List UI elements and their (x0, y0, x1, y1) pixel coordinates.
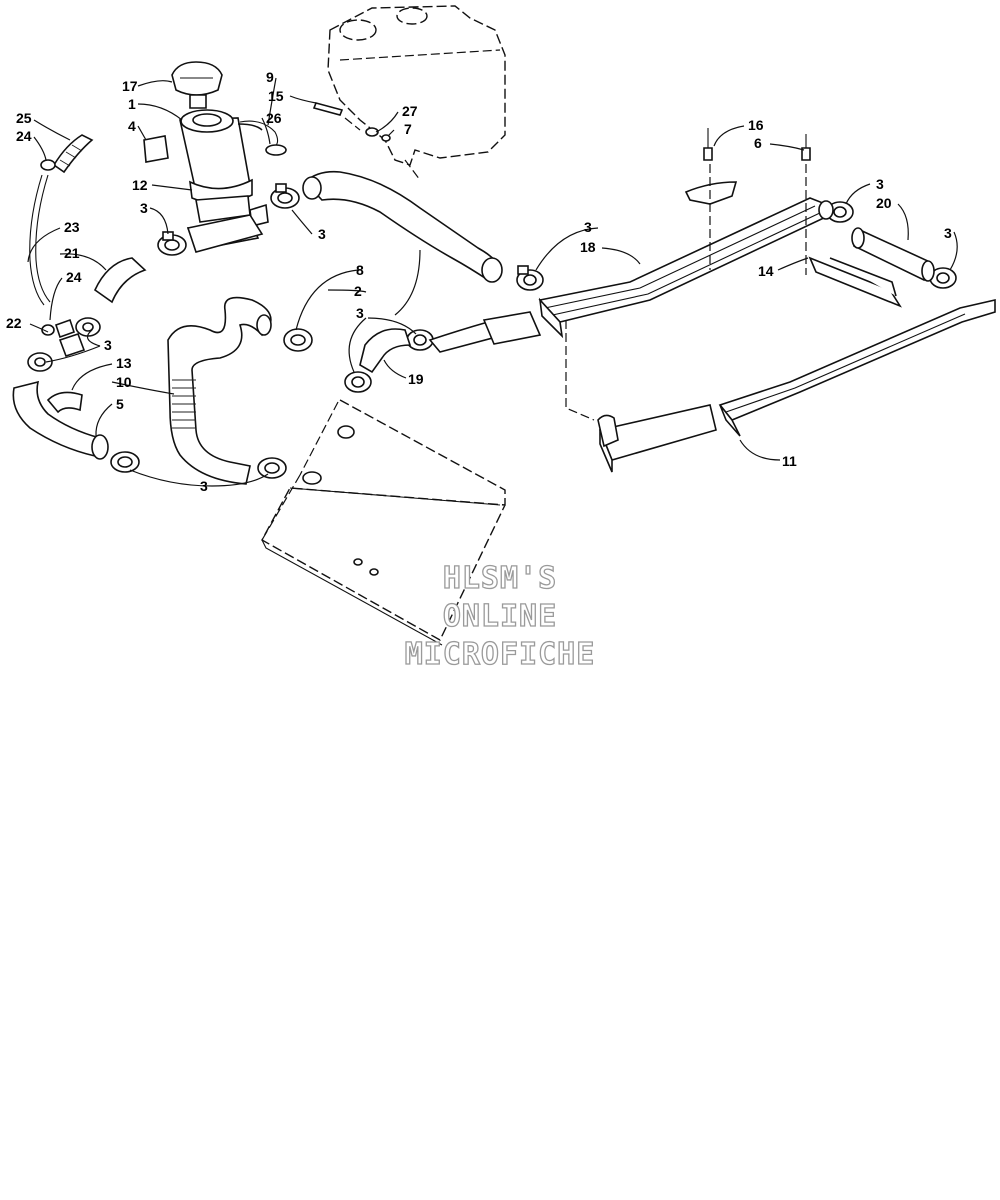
callout-15: 15 (268, 88, 284, 104)
watermark-line-2: ONLINE (443, 599, 557, 634)
hose-19 (359, 328, 412, 374)
bracket-13 (46, 391, 83, 414)
clamp-8 (283, 328, 313, 352)
callout-11: 11 (782, 453, 797, 469)
callout-24a: 24 (16, 128, 32, 144)
callout-1: 1 (128, 96, 136, 112)
clamp-3f (75, 317, 101, 337)
clamp-3j (344, 371, 372, 393)
hose-25 (40, 134, 94, 174)
tank-bolt (312, 102, 391, 142)
callout-labels: 17 1 4 12 3 9 15 26 27 7 3 16 6 3 20 3 3… (6, 69, 952, 494)
coolant-tank (327, 5, 506, 181)
callout-27: 27 (402, 103, 418, 119)
hose-clamps (27, 183, 957, 479)
leader-lines (27, 77, 958, 487)
callout-18: 18 (580, 239, 596, 255)
callout-26: 26 (266, 110, 282, 126)
callout-4: 4 (128, 118, 136, 134)
clamp-3i (257, 457, 287, 479)
tee-fitting (186, 214, 264, 253)
callout-9: 9 (266, 69, 274, 85)
callout-8: 8 (356, 262, 364, 278)
hose-21 (93, 257, 147, 304)
callout-19: 19 (408, 371, 424, 387)
rail-11 (565, 298, 996, 473)
callout-13: 13 (116, 355, 132, 371)
hose-5 (12, 380, 101, 457)
clamp-3h (110, 451, 140, 473)
callout-17: 17 (122, 78, 138, 94)
callout-3a: 3 (140, 200, 148, 216)
callout-12: 12 (132, 177, 148, 193)
callout-3f: 3 (104, 337, 112, 353)
overflow-hose (239, 120, 287, 156)
radiator-cap (171, 61, 223, 109)
callout-6: 6 (754, 135, 762, 151)
callout-7: 7 (404, 121, 412, 137)
callout-23: 23 (64, 219, 80, 235)
heat-exchanger-plate (261, 399, 506, 646)
callout-14: 14 (758, 263, 774, 279)
clamp-3c (516, 265, 544, 291)
callout-22: 22 (6, 315, 22, 331)
watermark-line-3: MICROFICHE (405, 637, 596, 672)
callout-10: 10 (116, 374, 132, 390)
callout-2: 2 (354, 283, 362, 299)
fitting-22 (41, 318, 86, 358)
callout-24b: 24 (66, 269, 82, 285)
hose-10 (167, 296, 272, 485)
callout-3b: 3 (318, 226, 326, 242)
cross-tube (808, 200, 935, 308)
watermark-line-1: HLSM'S (443, 561, 557, 596)
callout-3j: 3 (356, 305, 364, 321)
callout-3h: 3 (200, 478, 208, 494)
callout-21: 21 (64, 245, 80, 261)
callout-16: 16 (748, 117, 764, 133)
clamp-3b (270, 183, 300, 209)
callout-5: 5 (116, 396, 124, 412)
warning-label (143, 135, 169, 163)
rivets (703, 128, 811, 275)
clamp-3a (157, 231, 187, 256)
callout-3d: 3 (876, 176, 884, 192)
callout-3c: 3 (584, 219, 592, 235)
callout-20: 20 (876, 195, 892, 211)
clamp-3d (826, 201, 854, 223)
callout-3e: 3 (944, 225, 952, 241)
rail-18 (538, 181, 829, 339)
vent-hose-23 (29, 174, 45, 306)
upper-hose (302, 170, 503, 283)
watermark: HLSM'S ONLINE MICROFICHE (404, 560, 596, 672)
callout-25: 25 (16, 110, 32, 126)
clamp-3g (27, 352, 53, 372)
